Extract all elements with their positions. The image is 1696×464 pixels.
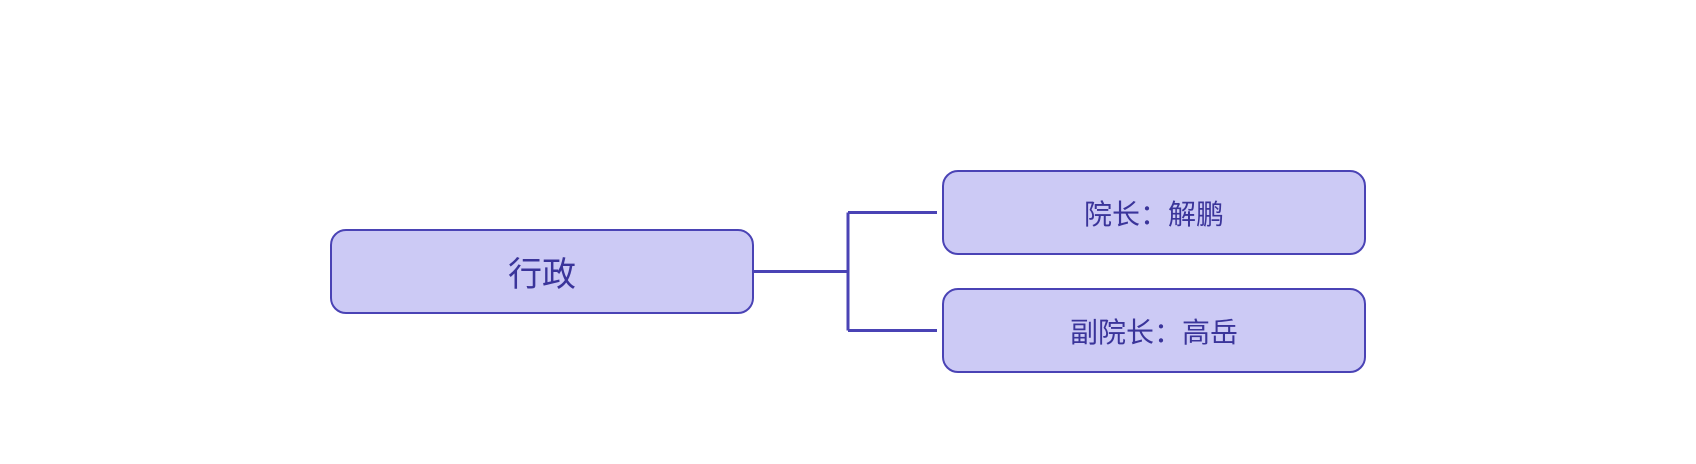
node-root[interactable]: 行政 <box>330 229 754 314</box>
node-child-dean-label: 院长：解鹏 <box>1083 197 1224 231</box>
node-child-vice-dean[interactable]: 副院长：高岳 <box>942 288 1366 373</box>
node-root-label: 行政 <box>508 255 576 295</box>
node-child-dean[interactable]: 院长：解鹏 <box>942 170 1366 255</box>
node-child-vice-dean-label: 副院长：高岳 <box>1069 315 1238 349</box>
